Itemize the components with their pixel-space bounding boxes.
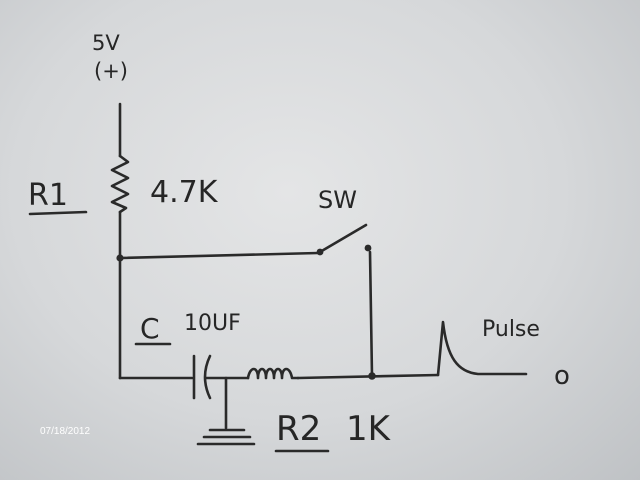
capacitor-plate-curved	[203, 354, 212, 400]
supply-polarity-label: (+)	[94, 59, 128, 83]
r1-resistor-symbol	[110, 154, 130, 214]
output-terminal-label: o	[554, 361, 570, 391]
output-pulse-label: Pulse	[482, 317, 540, 342]
switch-return-wire	[368, 250, 374, 378]
pulse-waveform	[436, 320, 528, 377]
bottom-wire	[296, 373, 440, 380]
r2-value-label: 1K	[346, 409, 392, 449]
capacitor-name-label: C	[140, 312, 160, 345]
r1-name-label: R1	[28, 178, 68, 213]
r1-value-label: 4.7K	[150, 175, 219, 210]
r2-name-label: R2	[276, 409, 321, 449]
r1-name-underline	[28, 210, 88, 216]
switch-contact-dot	[364, 244, 372, 252]
capacitor-value-label: 10UF	[184, 311, 241, 336]
node-to-switch-wire	[118, 251, 320, 260]
r2-resistor-symbol	[246, 367, 300, 380]
photo-date-stamp: 07/18/2012	[40, 426, 90, 437]
switch-name-label: SW	[318, 186, 357, 214]
supply-voltage-label: 5V	[92, 31, 120, 55]
bottom-junction-dot	[368, 372, 376, 380]
switch-lever	[318, 223, 368, 254]
